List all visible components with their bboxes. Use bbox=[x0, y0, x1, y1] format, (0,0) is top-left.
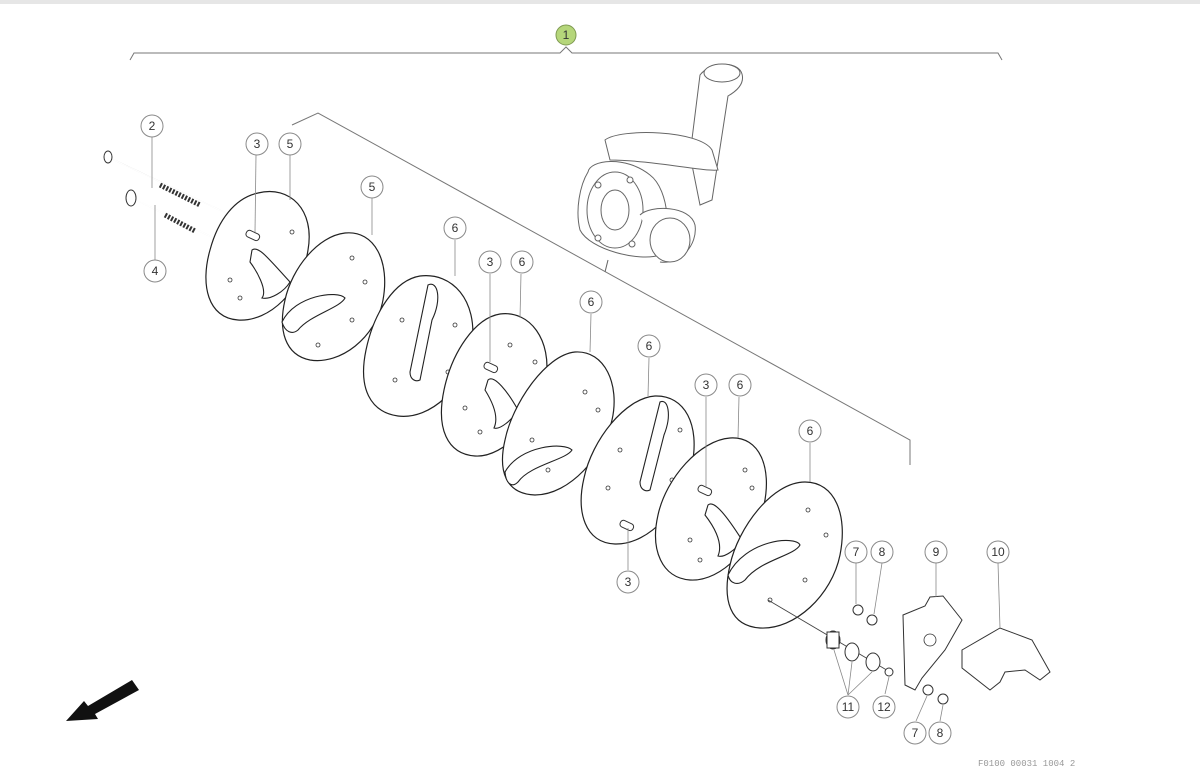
cover-10 bbox=[961, 627, 1051, 691]
spacer-bushings-11 bbox=[825, 630, 881, 672]
svg-text:10: 10 bbox=[991, 545, 1005, 559]
svg-text:3: 3 bbox=[703, 378, 710, 392]
svg-text:6: 6 bbox=[646, 339, 653, 353]
callout-7[interactable]: 7 bbox=[844, 540, 868, 564]
callout-3[interactable]: 3 bbox=[245, 132, 269, 156]
svg-text:5: 5 bbox=[369, 180, 376, 194]
svg-text:2: 2 bbox=[149, 119, 156, 133]
svg-text:7: 7 bbox=[853, 545, 860, 559]
callout-2[interactable]: 2 bbox=[140, 114, 164, 138]
svg-text:5: 5 bbox=[287, 137, 294, 151]
disc-plate-5 bbox=[501, 351, 615, 496]
hub-assembly-illustration bbox=[577, 63, 744, 273]
callout-8[interactable]: 8 bbox=[870, 540, 894, 564]
callout-3[interactable]: 3 bbox=[694, 373, 718, 397]
main-callout[interactable]: 1 bbox=[555, 24, 577, 46]
nut-8-upper bbox=[866, 614, 878, 626]
callout-5[interactable]: 5 bbox=[278, 132, 302, 156]
svg-text:6: 6 bbox=[588, 295, 595, 309]
callout-6[interactable]: 6 bbox=[443, 216, 467, 240]
callout-9[interactable]: 9 bbox=[924, 540, 948, 564]
callout-3[interactable]: 3 bbox=[478, 250, 502, 274]
callout-3[interactable]: 3 bbox=[616, 570, 640, 594]
svg-text:6: 6 bbox=[452, 221, 459, 235]
callout-12[interactable]: 12 bbox=[872, 695, 896, 719]
top-border bbox=[0, 0, 1200, 4]
footer-code: F0100 00031 1004 2 bbox=[978, 759, 1075, 768]
svg-text:6: 6 bbox=[807, 424, 814, 438]
svg-text:1: 1 bbox=[563, 28, 570, 42]
svg-text:7: 7 bbox=[912, 726, 919, 740]
callout-6[interactable]: 6 bbox=[510, 250, 534, 274]
svg-text:9: 9 bbox=[933, 545, 940, 559]
callout-7[interactable]: 7 bbox=[903, 721, 927, 745]
leader-lines bbox=[151, 137, 1001, 722]
callout-5[interactable]: 5 bbox=[360, 175, 384, 199]
callout-6[interactable]: 6 bbox=[637, 334, 661, 358]
callout-11[interactable]: 11 bbox=[836, 695, 860, 719]
washer-12 bbox=[884, 667, 894, 677]
svg-text:3: 3 bbox=[625, 575, 632, 589]
svg-text:6: 6 bbox=[737, 378, 744, 392]
callout-6[interactable]: 6 bbox=[579, 290, 603, 314]
svg-text:3: 3 bbox=[254, 137, 261, 151]
assembly-frame bbox=[291, 112, 911, 465]
disc-plate-8 bbox=[726, 481, 843, 629]
callout-6[interactable]: 6 bbox=[798, 419, 822, 443]
washer-7-upper bbox=[852, 604, 864, 616]
washer-7-lower bbox=[922, 684, 934, 696]
callout-10[interactable]: 10 bbox=[986, 540, 1010, 564]
long-bolt-2 bbox=[103, 150, 246, 223]
svg-text:4: 4 bbox=[152, 264, 159, 278]
disc-plate-2 bbox=[281, 232, 386, 362]
group-bracket bbox=[129, 46, 1003, 61]
svg-text:8: 8 bbox=[937, 726, 944, 740]
callout-8[interactable]: 8 bbox=[928, 721, 952, 745]
svg-text:12: 12 bbox=[877, 700, 891, 714]
svg-text:3: 3 bbox=[487, 255, 494, 269]
nut-8-lower bbox=[937, 693, 949, 705]
svg-text:8: 8 bbox=[879, 545, 886, 559]
callout-4[interactable]: 4 bbox=[143, 259, 167, 283]
callout-6[interactable]: 6 bbox=[728, 373, 752, 397]
svg-text:6: 6 bbox=[519, 255, 526, 269]
arrow-icon bbox=[66, 680, 139, 721]
svg-text:11: 11 bbox=[842, 700, 855, 714]
disc-plate-1 bbox=[205, 191, 310, 321]
